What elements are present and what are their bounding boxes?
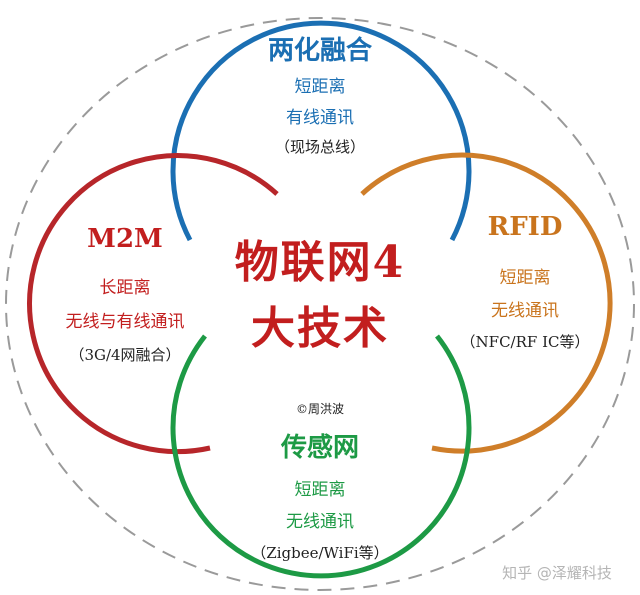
top-ring-arc <box>170 20 472 242</box>
watermark-text: 知乎 @泽耀科技 <box>502 564 612 582</box>
right-node-line2: 无线通讯 <box>491 301 559 321</box>
bottom-node-line2: 无线通讯 <box>286 512 354 532</box>
left-node-line1: 长距离 <box>99 278 151 298</box>
left-node-line3: （3G/4网融合） <box>69 346 181 364</box>
left-ring-arc <box>27 153 279 455</box>
top-node-line1: 短距离 <box>294 77 346 97</box>
copyright-text: ©周洪波 <box>295 402 344 416</box>
left-node-title: M2M <box>87 224 163 254</box>
top-node-line3: （现场总线） <box>274 138 365 156</box>
bottom-node-line3: （Zigbee/WiFi等） <box>251 544 389 562</box>
right-node-line3: （NFC/RF IC等） <box>460 333 590 351</box>
bottom-node-line1: 短距离 <box>294 480 346 500</box>
right-node-line1: 短距离 <box>499 268 551 288</box>
bottom-ring-arc <box>170 334 472 579</box>
center-title-line2: 大技术 <box>251 303 389 354</box>
left-node-line2: 无线与有线通讯 <box>65 312 185 332</box>
right-node-title: RFID <box>487 212 563 242</box>
center-title-line1: 物联网4 <box>234 237 406 288</box>
outer-dashed-ring <box>5 17 635 591</box>
right-ring-arc <box>360 152 613 454</box>
top-node-title: 两化融合 <box>267 36 372 66</box>
bottom-node-title: 传感网 <box>280 433 359 463</box>
top-node-line2: 有线通讯 <box>286 108 354 128</box>
